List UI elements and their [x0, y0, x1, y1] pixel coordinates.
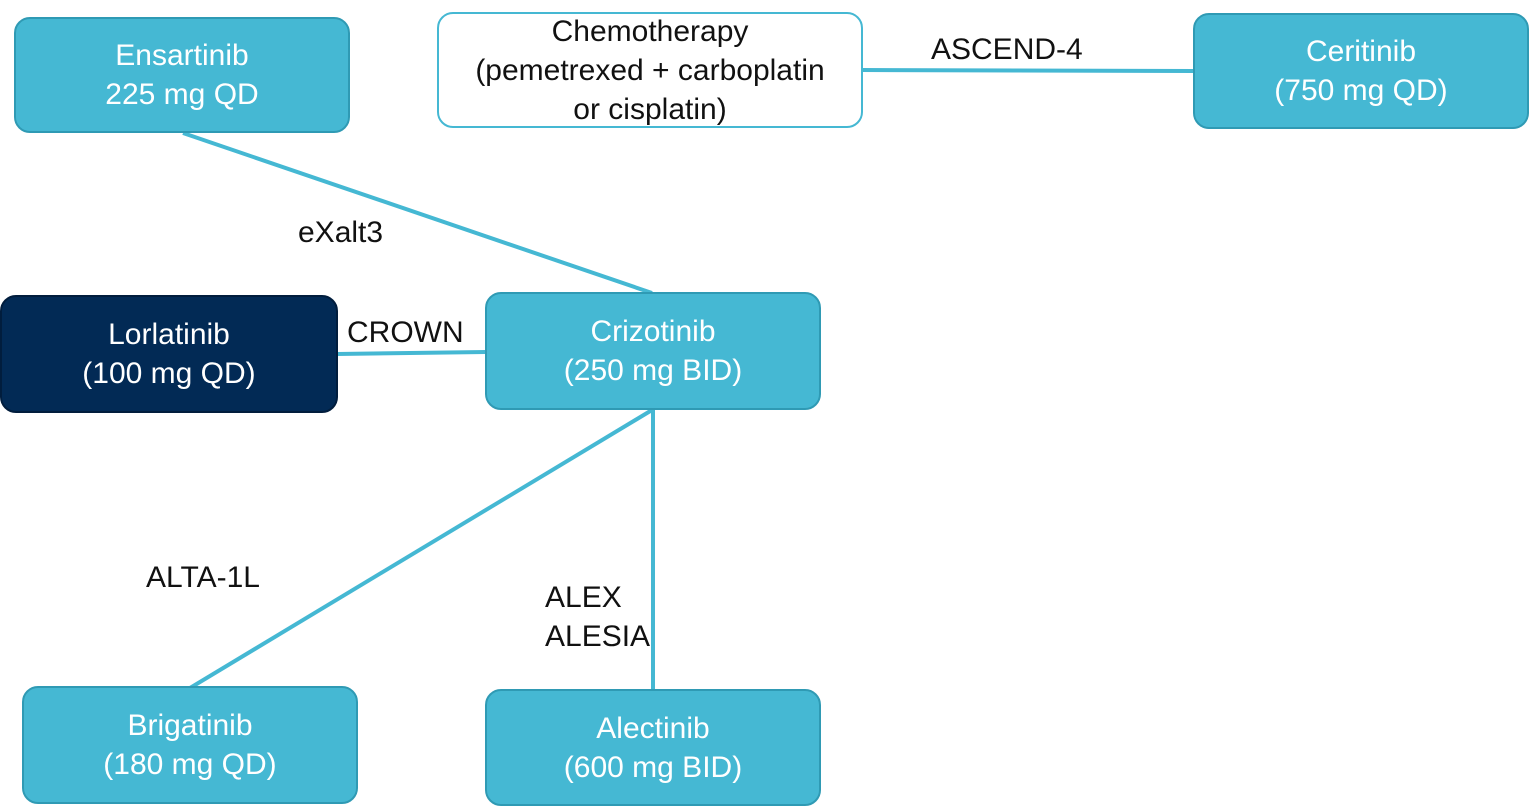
node-lorlatinib: Lorlatinib (100 mg QD) [0, 295, 338, 413]
trial-label-crown: CROWN [347, 316, 464, 349]
node-alectinib-dose: (600 mg BID) [563, 750, 743, 784]
node-alectinib: Alectinib (600 mg BID) [485, 689, 821, 806]
node-chemotherapy-regimen-cont: or cisplatin) [573, 92, 727, 126]
node-brigatinib-dose: (180 mg QD) [103, 748, 277, 781]
node-crizotinib-name: Crizotinib [590, 315, 716, 348]
trial-label-alta1l: ALTA-1L [146, 561, 260, 594]
node-crizotinib-dose: (250 mg BID) [563, 354, 743, 387]
edge-crizotinib-brigatinib [188, 408, 654, 690]
node-ceritinib: Ceritinib (750 mg QD) [1193, 13, 1529, 129]
edge-ensartinib-crizotinib [182, 131, 653, 295]
node-lorlatinib-name: Lorlatinib [108, 318, 230, 351]
node-brigatinib: Brigatinib (180 mg QD) [22, 686, 358, 804]
trial-label-exalt3: eXalt3 [298, 216, 384, 249]
trial-label-alex: ALEX [545, 581, 622, 614]
edge-chemotherapy-ceritinib [861, 68, 1194, 73]
node-brigatinib-name: Brigatinib [127, 709, 253, 742]
node-ensartinib-dose: 225 mg QD [105, 78, 259, 111]
edge-lorlatinib-crizotinib [336, 350, 487, 356]
node-chemotherapy-regimen: (pemetrexed + carboplatin [475, 53, 825, 87]
node-ceritinib-name: Ceritinib [1305, 35, 1417, 68]
node-chemotherapy: Chemotherapy (pemetrexed + carboplatin o… [437, 12, 863, 128]
node-ensartinib-name: Ensartinib [115, 39, 249, 72]
node-ceritinib-dose: (750 mg QD) [1274, 74, 1448, 107]
node-chemotherapy-name: Chemotherapy [551, 14, 749, 48]
node-ensartinib: Ensartinib 225 mg QD [14, 17, 350, 133]
trial-label-ascend4: ASCEND-4 [931, 33, 1083, 66]
trial-label-alex-alesia: ALEX ALESIA [545, 578, 650, 656]
node-crizotinib: Crizotinib (250 mg BID) [485, 292, 821, 410]
node-lorlatinib-dose: (100 mg QD) [82, 357, 256, 390]
trial-label-alesia: ALESIA [545, 620, 651, 653]
node-alectinib-name: Alectinib [596, 711, 710, 745]
